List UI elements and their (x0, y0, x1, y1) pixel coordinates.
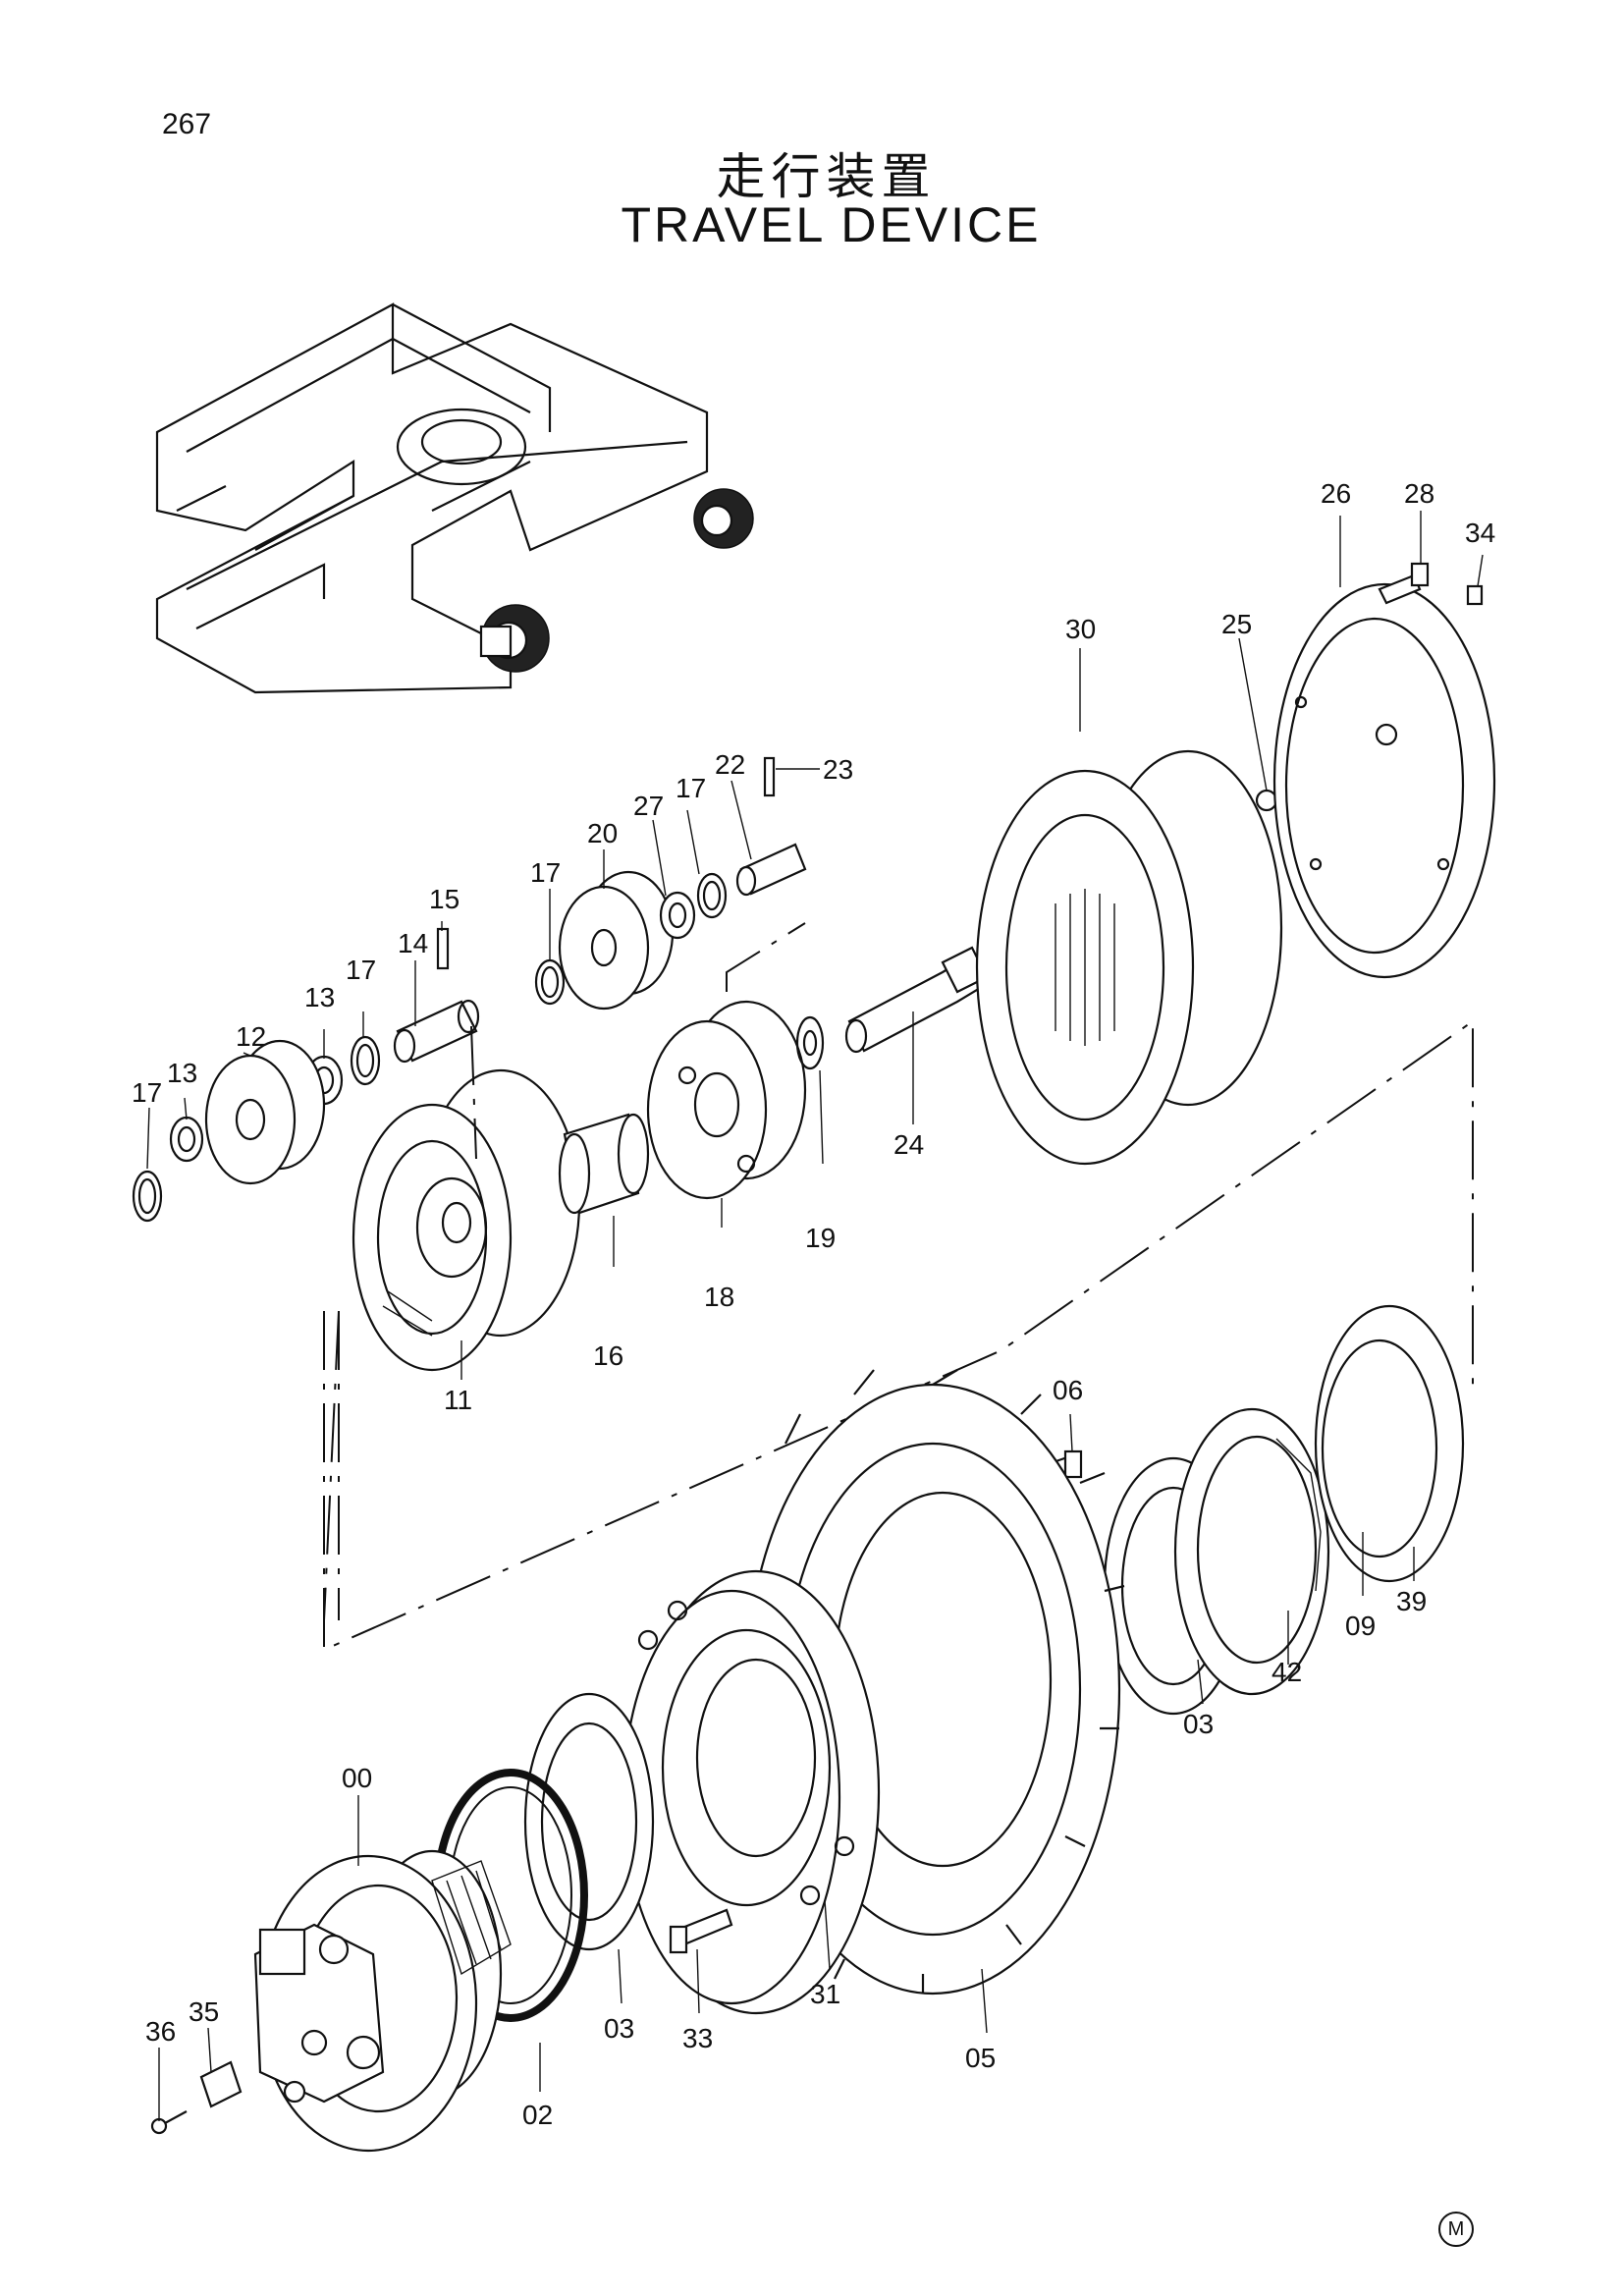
label-34: 34 (1465, 518, 1495, 548)
part-27-needle-bearing (659, 891, 696, 940)
label-35: 35 (189, 1996, 219, 2027)
title-japanese: 走行装置 (716, 148, 937, 205)
label-13-b: 13 (304, 982, 335, 1012)
label-27: 27 (633, 791, 664, 821)
part-15-spring-pin (436, 927, 450, 970)
part-26-cover (1272, 582, 1496, 979)
part-33-bolt (669, 1908, 733, 1954)
label-17-d: 17 (676, 773, 706, 803)
label-24: 24 (893, 1129, 924, 1160)
label-25: 25 (1221, 609, 1252, 639)
label-33: 33 (682, 2023, 713, 2053)
part-42-ring-gear (1173, 1407, 1330, 1696)
part-39-ring (1314, 1304, 1465, 1583)
label-30: 30 (1065, 614, 1096, 644)
label-12: 12 (236, 1021, 266, 1052)
label-15: 15 (429, 884, 460, 914)
part-16-sun-gear (558, 1113, 650, 1215)
part-18-carrier-disc (646, 1000, 807, 1200)
part-36-screw (150, 2110, 188, 2135)
label-03: 03 (1183, 1709, 1214, 1739)
part-17-washer (132, 1170, 163, 1223)
label-03-b: 03 (604, 2013, 634, 2044)
part-17-washer-b (350, 1035, 381, 1086)
label-13: 13 (167, 1058, 197, 1088)
part-17-washer-d (696, 872, 728, 919)
part-30-drum-housing (975, 749, 1283, 1166)
part-11-carrier (352, 1068, 581, 1372)
label-18: 18 (704, 1282, 734, 1312)
label-14: 14 (398, 928, 428, 958)
part-14-shaft-pin (393, 999, 480, 1064)
label-22: 22 (715, 749, 745, 780)
part-22-shaft-pin (735, 843, 807, 897)
part-19-thrust-washer (795, 1015, 825, 1070)
label-00: 00 (342, 1763, 372, 1793)
sprocket-front (479, 604, 550, 673)
page-number: 267 (162, 108, 212, 140)
label-05: 05 (965, 2043, 996, 2073)
part-31-hub (622, 1569, 881, 2015)
part-24-propeller-shaft (844, 946, 989, 1054)
undercarriage-illustration (155, 302, 754, 694)
dash-line-left (323, 1310, 340, 1621)
label-11: 11 (444, 1385, 472, 1415)
label-17-c: 17 (530, 857, 561, 888)
label-09: 09 (1345, 1611, 1376, 1641)
leader-lines (146, 511, 1484, 2121)
m-mark: M (1438, 2212, 1474, 2247)
part-00-travel-motor (253, 1849, 512, 2153)
label-36: 36 (145, 2016, 176, 2047)
label-42: 42 (1271, 1657, 1302, 1687)
part-12-planet-gear (204, 1039, 326, 1185)
part-20-planet-gear (558, 870, 675, 1011)
label-28: 28 (1404, 478, 1434, 509)
part-03-floating-seal-b (523, 1692, 655, 1951)
label-39: 39 (1396, 1586, 1427, 1616)
sprocket-rear (693, 488, 754, 549)
part-34-plug (1466, 584, 1484, 606)
part-labels: 17 13 12 13 17 14 15 11 16 18 19 24 17 2… (132, 478, 1495, 2130)
label-17: 17 (132, 1077, 162, 1108)
label-31: 31 (810, 1979, 840, 2009)
label-23: 23 (823, 754, 853, 785)
part-25-plug (1255, 789, 1278, 812)
label-06: 06 (1053, 1375, 1083, 1405)
label-26: 26 (1321, 478, 1351, 509)
part-28-bolt (1378, 562, 1430, 605)
dash-line-main (323, 1019, 1474, 1652)
label-16: 16 (593, 1340, 623, 1371)
title-english: TRAVEL DEVICE (621, 197, 1042, 252)
label-20: 20 (587, 818, 618, 848)
label-02: 02 (522, 2100, 553, 2130)
label-17-b: 17 (346, 955, 376, 985)
part-23-spring-pin (763, 756, 776, 797)
label-19: 19 (805, 1223, 836, 1253)
part-35-plate (199, 2060, 243, 2108)
